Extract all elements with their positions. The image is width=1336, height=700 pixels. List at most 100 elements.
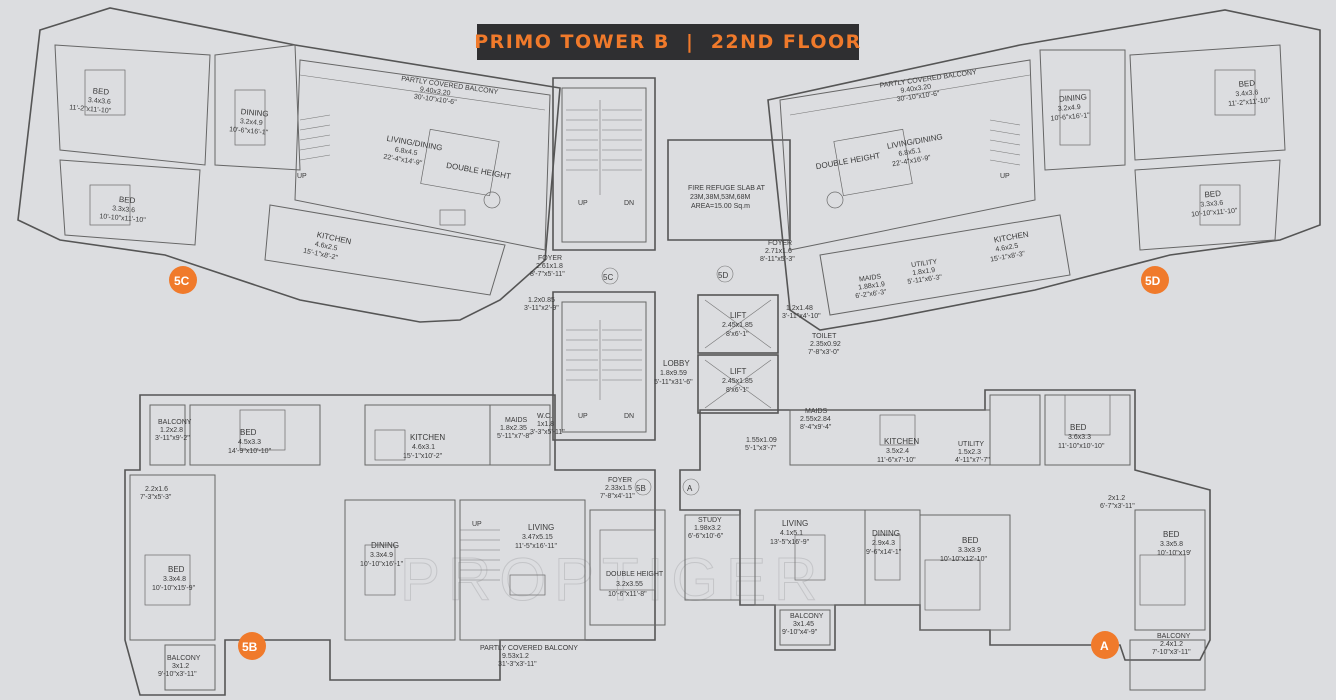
5b-wc-name: W.C. (537, 413, 552, 420)
5c-foyer-m: 2.61x1.8 (536, 263, 563, 270)
lift2-name: LIFT (730, 367, 747, 376)
5b-kitchen-name: KITCHEN (410, 433, 445, 442)
5c-dining-m: 3.2x4.9 (240, 118, 264, 127)
unit-tag-5b: 5B (238, 632, 266, 660)
a-balcony-m: 3x1.45 (793, 621, 814, 628)
stair2-dn-label: DN (624, 413, 634, 420)
5c-dining-ft: 10'-6"x16'-1" (229, 126, 269, 136)
a-balcony-name: BALCONY (790, 613, 824, 620)
5b-balcony2-name: BALCONY (167, 655, 201, 662)
a-bed1-ft: 10'-10"x12'-10" (940, 556, 987, 563)
5b-balcony1-ft: 3'-11"x9'-2" (155, 435, 190, 442)
core-label-5d: 5D (718, 271, 728, 280)
a-balcony2-ft: 7'-10"x3'-11" (1152, 649, 1191, 656)
a-bed3-name: BED (1163, 530, 1180, 539)
5d-utility-ft: 5'-11"x6'-3" (907, 274, 943, 286)
5d-living-ft: 22'-4"x16'-9" (892, 154, 932, 168)
5d-utility-name: UTILITY (911, 259, 938, 270)
a-kitchen-name: KITCHEN (884, 437, 919, 446)
a-bed3-ft: 10'-10"x19' (1157, 550, 1191, 557)
5b-maids-m: 1.8x2.35 (500, 425, 527, 432)
5d-foyer-m: 2.71x1.6 (765, 248, 792, 255)
lift2-dim-m: 2.45x1.85 (722, 378, 753, 385)
5b-balcony2-m: 3x1.2 (172, 663, 189, 670)
a-bed2-ft: 11'-10"x10'-10" (1058, 443, 1105, 450)
5d-bed1-m: 3.4x3.6 (1235, 89, 1259, 98)
5c-dining-name: DINING (240, 107, 269, 118)
5b-living-ft: 11'-5"x16'-11" (515, 543, 558, 550)
5b-partly-name: PARTLY COVERED BALCONY (480, 645, 578, 652)
5d-dining-name: DINING (1059, 92, 1088, 103)
a-study-m: 1.98x3.2 (694, 525, 721, 532)
unit-tag-a-text: A (1100, 639, 1109, 653)
a-toilet-m: 2.35x0.92 (810, 341, 841, 348)
5b-balcony1-m: 1.2x2.8 (160, 427, 183, 434)
a-bed3-m: 3.3x5.8 (1160, 541, 1183, 548)
a-passage2-ft: 3'-11"x4'-10" (782, 313, 821, 320)
5d-utility-m: 1.8x1.9 (912, 267, 936, 277)
5b-living-m: 3.47x5.15 (522, 534, 553, 541)
core-block: UP DN FIRE REFUGE SLAB AT 23M,38M,53M,68… (552, 77, 791, 496)
a-utility-m: 1.5x2.3 (958, 449, 981, 456)
a-bed1-m: 3.3x3.9 (958, 547, 981, 554)
5b-up-label: UP (472, 521, 482, 528)
5d-kitchen-m: 4.6x2.5 (995, 243, 1019, 254)
5c-bed1-m: 3.4x3.6 (88, 97, 112, 106)
5c-bed1-ft: 11'-2"x11'-10" (69, 104, 112, 115)
a-dining-ft: 9'-6"x14'-1" (866, 549, 902, 556)
5b-maids-name: MAIDS (505, 417, 528, 424)
a-passage-m: 2x1.2 (1108, 495, 1125, 502)
room-labels: BED 3.4x3.6 11'-2"x11'-10" DINING 3.2x4.… (69, 69, 1271, 678)
a-living-m: 4.1x5.1 (780, 530, 803, 537)
a-bed1-name: BED (962, 536, 979, 545)
5b-balcony1-name: BALCONY (158, 419, 192, 426)
5d-balcony-m: 9.40x3.20 (900, 83, 932, 94)
a-kitchen-m: 3.5x2.4 (886, 448, 909, 455)
a-balcony-ft: 9'-10"x4'-9" (782, 629, 818, 636)
a-utility-ft: 4'-11"x7'-7" (955, 457, 990, 464)
a-bed2-name: BED (1070, 423, 1087, 432)
5d-bed2-ft: 10'-10"x11'-10" (1191, 207, 1238, 218)
5d-up-label: UP (1000, 173, 1010, 180)
5d-maids-ft: 6'-2"x6'-3" (855, 289, 888, 300)
5d-foyer-ft: 8'-11"x5'-3" (760, 256, 795, 263)
unit-tag-5d: 5D (1141, 266, 1169, 294)
unit-tag-5c: 5C (169, 266, 197, 294)
5d-dining-m: 3.2x4.9 (1058, 104, 1082, 113)
5c-balcony-m: 9.40x3.20 (419, 86, 451, 97)
5b-wc-m: 1x1.8 (537, 421, 554, 428)
unit-tag-5d-text: 5D (1145, 274, 1161, 288)
unit-tag-5c-text: 5C (174, 274, 190, 288)
5c-passage-ft: 3'-11"x2'-9" (524, 305, 559, 312)
a-passage-ft: 6'-7"x3'-11" (1100, 503, 1135, 510)
5b-double-name: DOUBLE HEIGHT (606, 571, 664, 578)
5c-bed2-m: 3.3x3.6 (112, 205, 136, 214)
5b-partly-ft: 31'-3"x3'-11" (498, 661, 537, 668)
5b-bed2-m: 3.3x4.8 (163, 576, 186, 583)
5c-living-m: 6.8x4.5 (394, 146, 418, 157)
5b-kitchen-m: 4.6x3.1 (412, 444, 435, 451)
watermark-text: PROPTIGER (400, 546, 825, 613)
a-passage2-m: 1.2x1.48 (786, 305, 813, 312)
a-study-ft: 6'-6"x10'-6" (688, 533, 724, 540)
a-kitchen-ft: 11'-6"x7'-10" (877, 457, 916, 464)
5d-kitchen-name: KITCHEN (993, 230, 1029, 245)
5d-bed1-name: BED (1238, 78, 1255, 88)
unit-tag-5b-text: 5B (242, 640, 258, 654)
5b-dining-name: DINING (371, 541, 399, 550)
5b-entry-m: 2.2x1.6 (145, 486, 168, 493)
5b-maids-ft: 5'-11"x7'-8" (497, 433, 532, 440)
5d-bed2-m: 3.3x3.6 (1200, 200, 1224, 209)
5b-balcony2-ft: 9'-10"x3'-11" (158, 671, 197, 678)
5d-living-m: 6.8x5.1 (898, 147, 922, 158)
5d-foyer-name: FOYER (768, 240, 792, 247)
5b-partly-m: 9.53x1.2 (502, 653, 529, 660)
5d-dining-ft: 10'-6"x16'-1" (1050, 112, 1090, 122)
lift1-dim-ft: 8'x6'-1" (726, 331, 749, 338)
5c-kitchen-m: 4.6x2.5 (314, 241, 338, 253)
5d-maids-m: 1.88x1.9 (858, 281, 886, 292)
5b-entry-ft: 7'-3"x5'-3" (140, 494, 172, 501)
floor-title: PRIMO TOWER B | 22ND FLOOR (474, 24, 860, 60)
